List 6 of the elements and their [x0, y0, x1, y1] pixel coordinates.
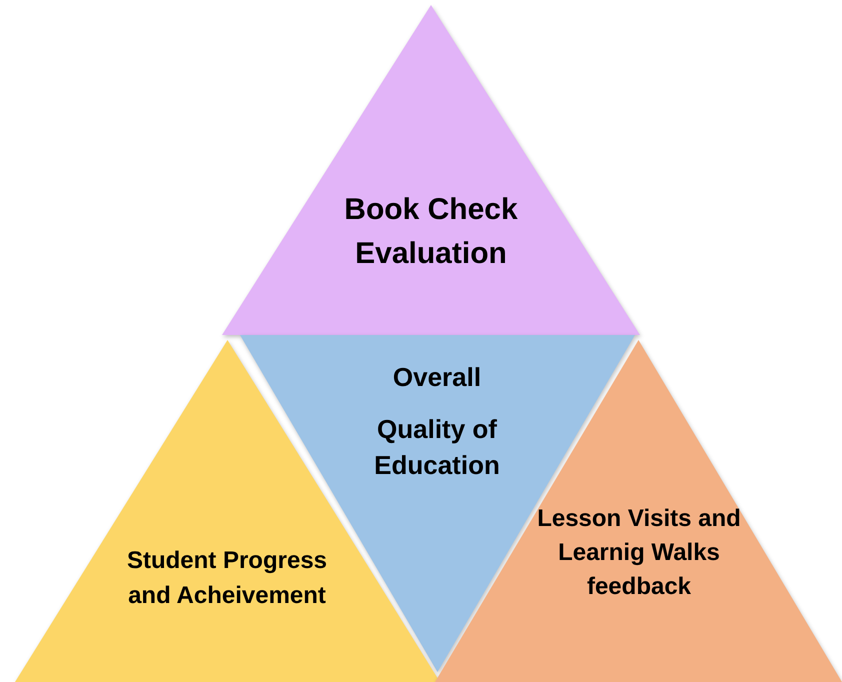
segment-label: Overall [392, 361, 482, 394]
triangle-segment [222, 5, 640, 335]
segment-label: Quality of Education [373, 413, 501, 482]
segment-label: Student Progress and Acheivement [126, 546, 328, 611]
segment-label: Lesson Visits and Learnig Walks feedback [536, 504, 742, 602]
segment-label: Book Check Evaluation [343, 192, 519, 272]
